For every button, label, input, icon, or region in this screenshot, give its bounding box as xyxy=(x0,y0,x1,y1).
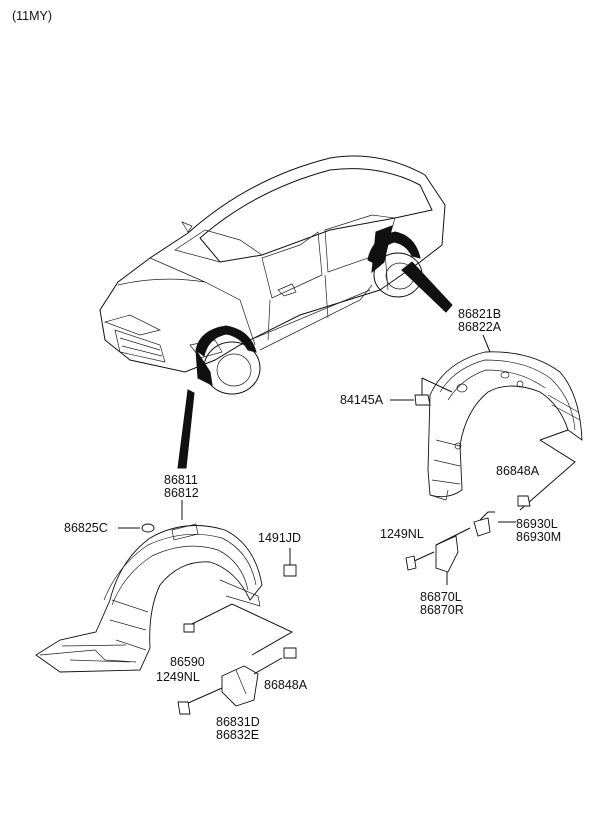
part-number-86870L[interactable]: 86870L xyxy=(420,590,462,604)
rear-wheel-liner xyxy=(427,351,583,501)
part-number-86812[interactable]: 86812 xyxy=(164,486,199,500)
part-number-86848A-front[interactable]: 86848A xyxy=(264,678,308,692)
part-number-1249NL-front[interactable]: 1249NL xyxy=(156,670,200,684)
front-wheel-liner xyxy=(35,523,263,673)
model-year-label: (11MY) xyxy=(12,9,53,23)
part-number-86832E[interactable]: 86832E xyxy=(216,728,260,742)
part-number-86930L[interactable]: 86930L xyxy=(516,517,558,531)
part-number-1491JD[interactable]: 1491JD xyxy=(258,531,302,545)
part-number-86930M[interactable]: 86930M xyxy=(516,530,562,544)
part-number-86831D[interactable]: 86831D xyxy=(216,715,260,729)
part-number-86848A-rear[interactable]: 86848A xyxy=(496,464,540,478)
car-illustration xyxy=(99,155,453,469)
part-number-86811[interactable]: 86811 xyxy=(164,473,198,487)
part-number-86590[interactable]: 86590 xyxy=(170,655,205,669)
part-number-84145A[interactable]: 84145A xyxy=(340,393,384,407)
part-number-86870R[interactable]: 86870R xyxy=(420,603,464,617)
part-number-1249NL-rear[interactable]: 1249NL xyxy=(380,527,424,541)
part-number-86825C[interactable]: 86825C xyxy=(64,521,108,535)
part-number-86822A[interactable]: 86822A xyxy=(458,320,502,334)
part-number-86821B[interactable]: 86821B xyxy=(458,307,502,321)
